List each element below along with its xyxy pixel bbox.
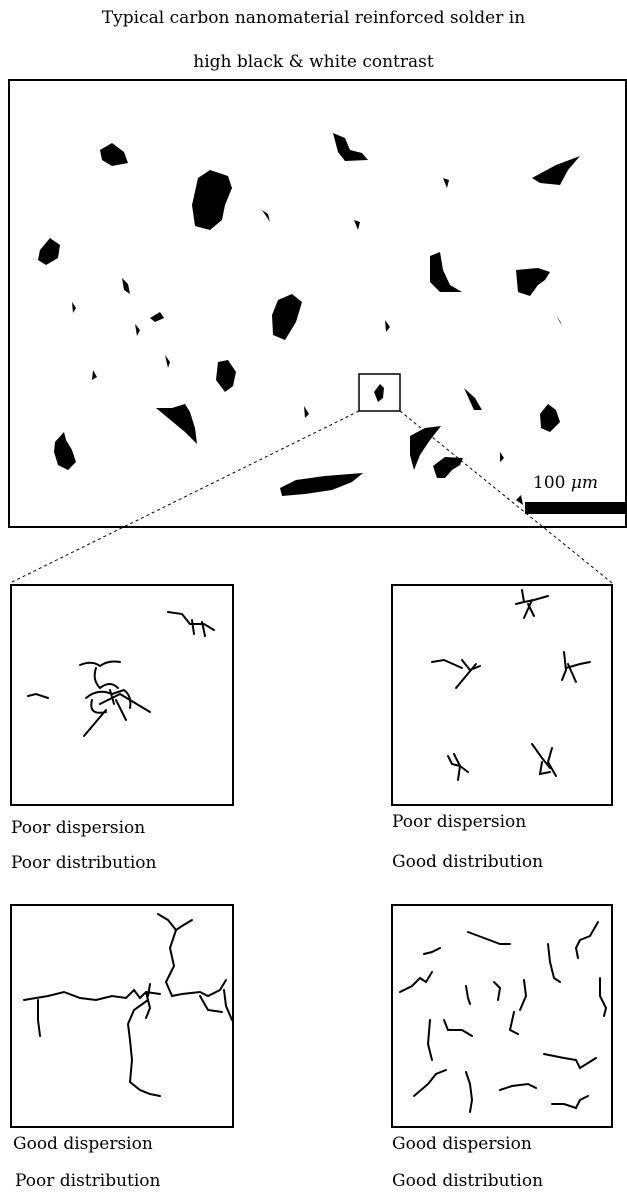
panel-1-fibers [79, 611, 215, 737]
particle [333, 133, 368, 161]
panel-3-fibers [23, 692, 233, 1097]
panel-3-distribution: Poor distribution [15, 1171, 161, 1191]
panel-frame-4 [391, 904, 613, 1128]
particle [100, 143, 128, 166]
panel-4-dispersion: Good dispersion [392, 1134, 532, 1154]
particle [156, 404, 197, 444]
zoom-line-left [9, 410, 360, 584]
particle [216, 360, 236, 392]
particle [150, 312, 164, 322]
panel-4-distribution: Good distribution [392, 1171, 544, 1191]
particle [500, 452, 504, 462]
zoom-box [358, 373, 401, 412]
scale-bar-unit: μm [570, 473, 599, 493]
panel-1-distribution: Poor distribution [11, 853, 157, 873]
particle [192, 170, 232, 230]
particle [385, 320, 390, 332]
particle [430, 252, 462, 292]
particle [516, 268, 550, 296]
panel-2-dispersion: Poor dispersion [392, 812, 527, 832]
title-line-2: high black & white contrast [193, 52, 434, 72]
particle [272, 294, 302, 340]
panel-4-fibers [399, 921, 608, 1113]
panel-1-dispersion: Poor dispersion [11, 818, 146, 838]
particle [304, 406, 309, 418]
particle [92, 370, 97, 380]
particle [135, 324, 140, 336]
particle [410, 426, 441, 470]
particle [433, 457, 463, 478]
scale-bar [525, 502, 625, 514]
panel-frame-3 [10, 904, 234, 1128]
panel-3-dispersion: Good dispersion [13, 1134, 153, 1154]
particle [374, 384, 384, 402]
particle [464, 388, 482, 410]
scale-bar-value: 100 [533, 473, 566, 493]
particle [122, 278, 130, 294]
title-line-1: Typical carbon nanomaterial reinforced s… [101, 8, 526, 28]
particle [165, 355, 170, 368]
micrograph-frame [8, 79, 627, 528]
panel-frame-1 [10, 584, 234, 806]
scale-bar-label: 100 μm [533, 473, 598, 493]
particle [540, 404, 560, 432]
particle [556, 315, 562, 326]
particle [516, 495, 523, 505]
particles [38, 133, 580, 505]
particle [354, 220, 360, 230]
particle [532, 156, 580, 185]
particle [54, 432, 76, 470]
particle [443, 178, 449, 188]
panel-2-fibers [431, 589, 591, 781]
particle [72, 302, 76, 313]
particle [38, 238, 60, 265]
particle [262, 210, 270, 222]
particle [280, 473, 363, 496]
panel-2-distribution: Good distribution [392, 852, 544, 872]
panel-frame-2 [391, 584, 613, 806]
